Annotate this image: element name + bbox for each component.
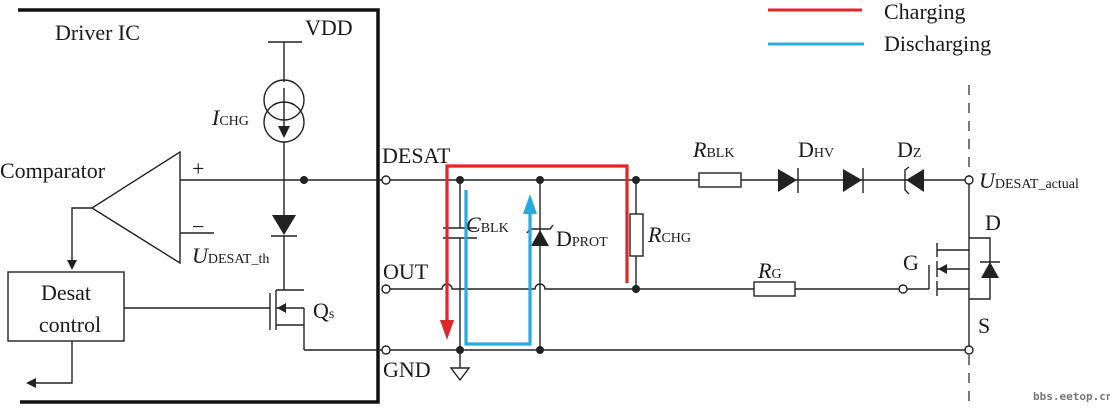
desat-pin <box>381 175 391 185</box>
drain-terminal <box>964 175 974 185</box>
resistor-rg <box>753 281 796 297</box>
vdd-supply: VDD <box>268 15 353 82</box>
charging-path <box>440 164 629 340</box>
internal-diode <box>271 180 297 290</box>
dprot-label: DPROT <box>556 226 608 251</box>
comparator-label: Comparator <box>0 158 106 183</box>
drain-label: D <box>985 210 1001 235</box>
out-net <box>390 283 754 290</box>
out-pin <box>381 284 391 294</box>
current-source-ichg <box>263 79 305 180</box>
cblk-label: CBLK <box>466 212 509 237</box>
junction-node <box>300 176 308 184</box>
qs-label: Qs <box>313 298 334 323</box>
dhv-label: DHV <box>798 137 834 162</box>
gnd-pin-label: GND <box>383 357 431 382</box>
gnd-pin <box>381 345 391 355</box>
fault-output-arrow <box>26 341 73 388</box>
driver-ic-title: Driver IC <box>55 20 140 45</box>
udesat-actual-label: UDESAT_actual <box>979 168 1079 193</box>
legend-discharging-label: Discharging <box>884 31 991 56</box>
diode-dhv <box>778 168 864 193</box>
desat-control-line2: control <box>39 312 101 337</box>
legend-charging-label: Charging <box>884 0 965 24</box>
ichg-label: ICHG <box>211 105 249 130</box>
mosfet-qs <box>124 289 382 351</box>
minus-sign: − <box>192 214 204 239</box>
resistor-rchg <box>629 180 644 289</box>
dz-label: DZ <box>897 137 921 162</box>
zener-dz <box>904 166 924 195</box>
comparator <box>67 150 382 270</box>
plus-sign: + <box>192 156 204 181</box>
driver-ic-boundary <box>18 8 380 404</box>
source-label: S <box>978 313 990 338</box>
desat-control-line1: Desat <box>41 280 91 305</box>
gate-terminal <box>898 284 908 294</box>
discharging-path <box>464 190 537 346</box>
source-terminal <box>964 345 974 355</box>
vdd-label: VDD <box>305 15 353 40</box>
out-pin-label: OUT <box>383 259 429 284</box>
desat-control-block <box>7 271 125 342</box>
rchg-label: RCHG <box>647 222 691 247</box>
resistor-rblk <box>698 172 742 188</box>
power-mosfet <box>907 184 1000 346</box>
rg-label: RG <box>757 258 782 283</box>
rblk-label: RBLK <box>692 137 734 162</box>
watermark: bbs.eetop.cn <box>1033 390 1110 403</box>
udesat-th-label: UDESAT_th <box>192 243 269 268</box>
ground-icon <box>449 350 471 382</box>
junction-nodes <box>456 176 640 354</box>
gate-label: G <box>903 250 919 275</box>
legend: Charging Discharging <box>768 0 991 56</box>
capacitor-cblk <box>443 180 477 350</box>
desat-pin-label: DESAT <box>382 143 451 168</box>
